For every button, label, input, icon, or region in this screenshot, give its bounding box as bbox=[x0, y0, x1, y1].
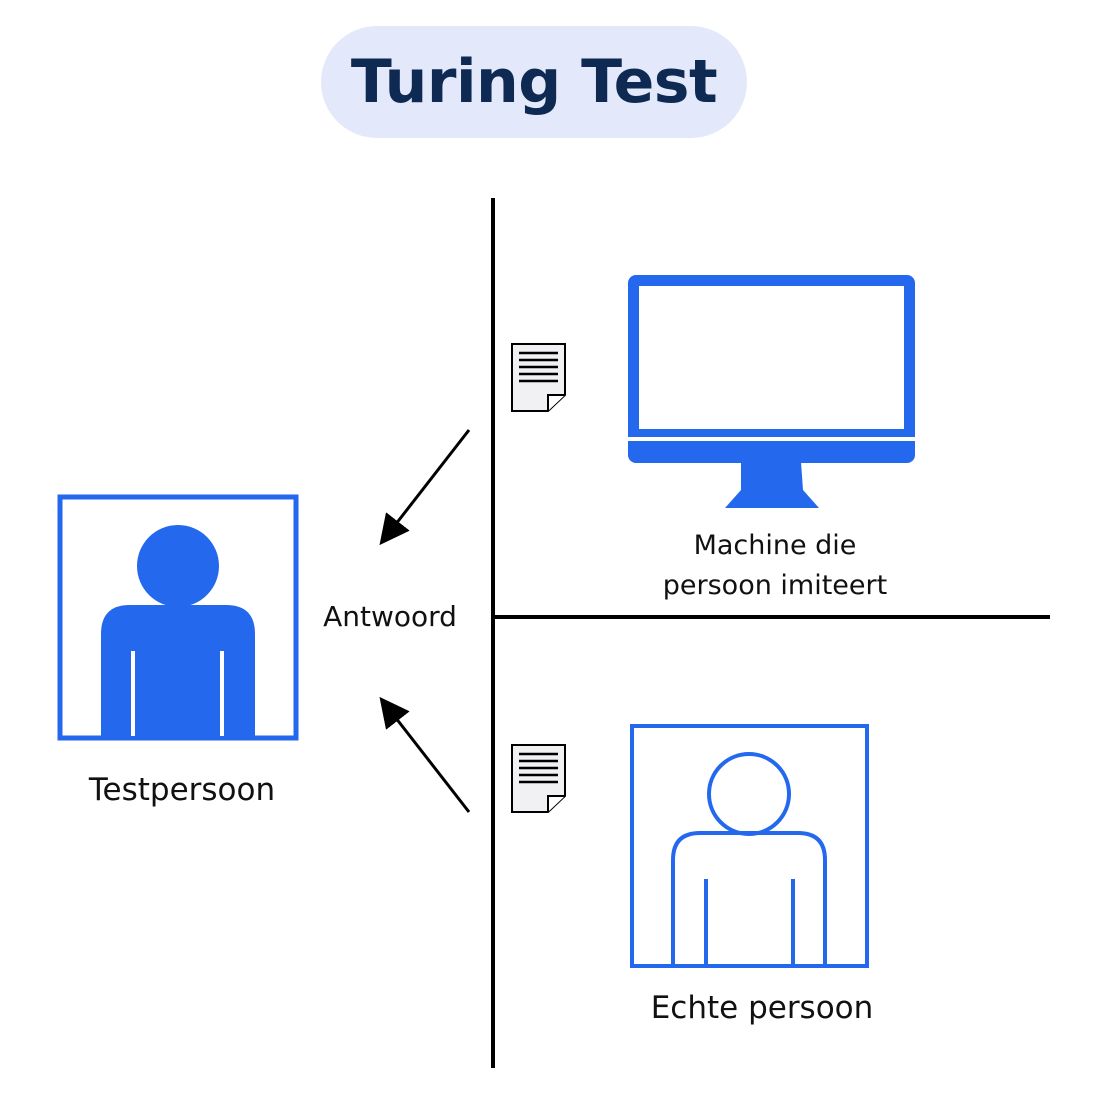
machine-label-line2: persoon imiteert bbox=[662, 570, 888, 601]
human-label: Echte persoon bbox=[650, 990, 874, 1026]
tester-label: Testpersoon bbox=[88, 772, 276, 808]
document-icon bbox=[511, 744, 566, 813]
answer-label: Antwoord bbox=[323, 600, 457, 633]
document-icon bbox=[511, 343, 566, 412]
machine-label-line1: Machine die bbox=[693, 530, 857, 561]
diagram-title: Turing Test bbox=[350, 47, 718, 117]
title-badge: Turing Test bbox=[321, 26, 747, 138]
arrow-from-machine bbox=[379, 429, 471, 546]
computer-monitor-icon bbox=[628, 275, 915, 508]
person-filled-icon bbox=[57, 494, 299, 741]
arrow-from-human bbox=[379, 696, 471, 813]
machine-label: Machine die persoon imiteert bbox=[620, 526, 930, 606]
person-outline-icon bbox=[630, 724, 869, 968]
